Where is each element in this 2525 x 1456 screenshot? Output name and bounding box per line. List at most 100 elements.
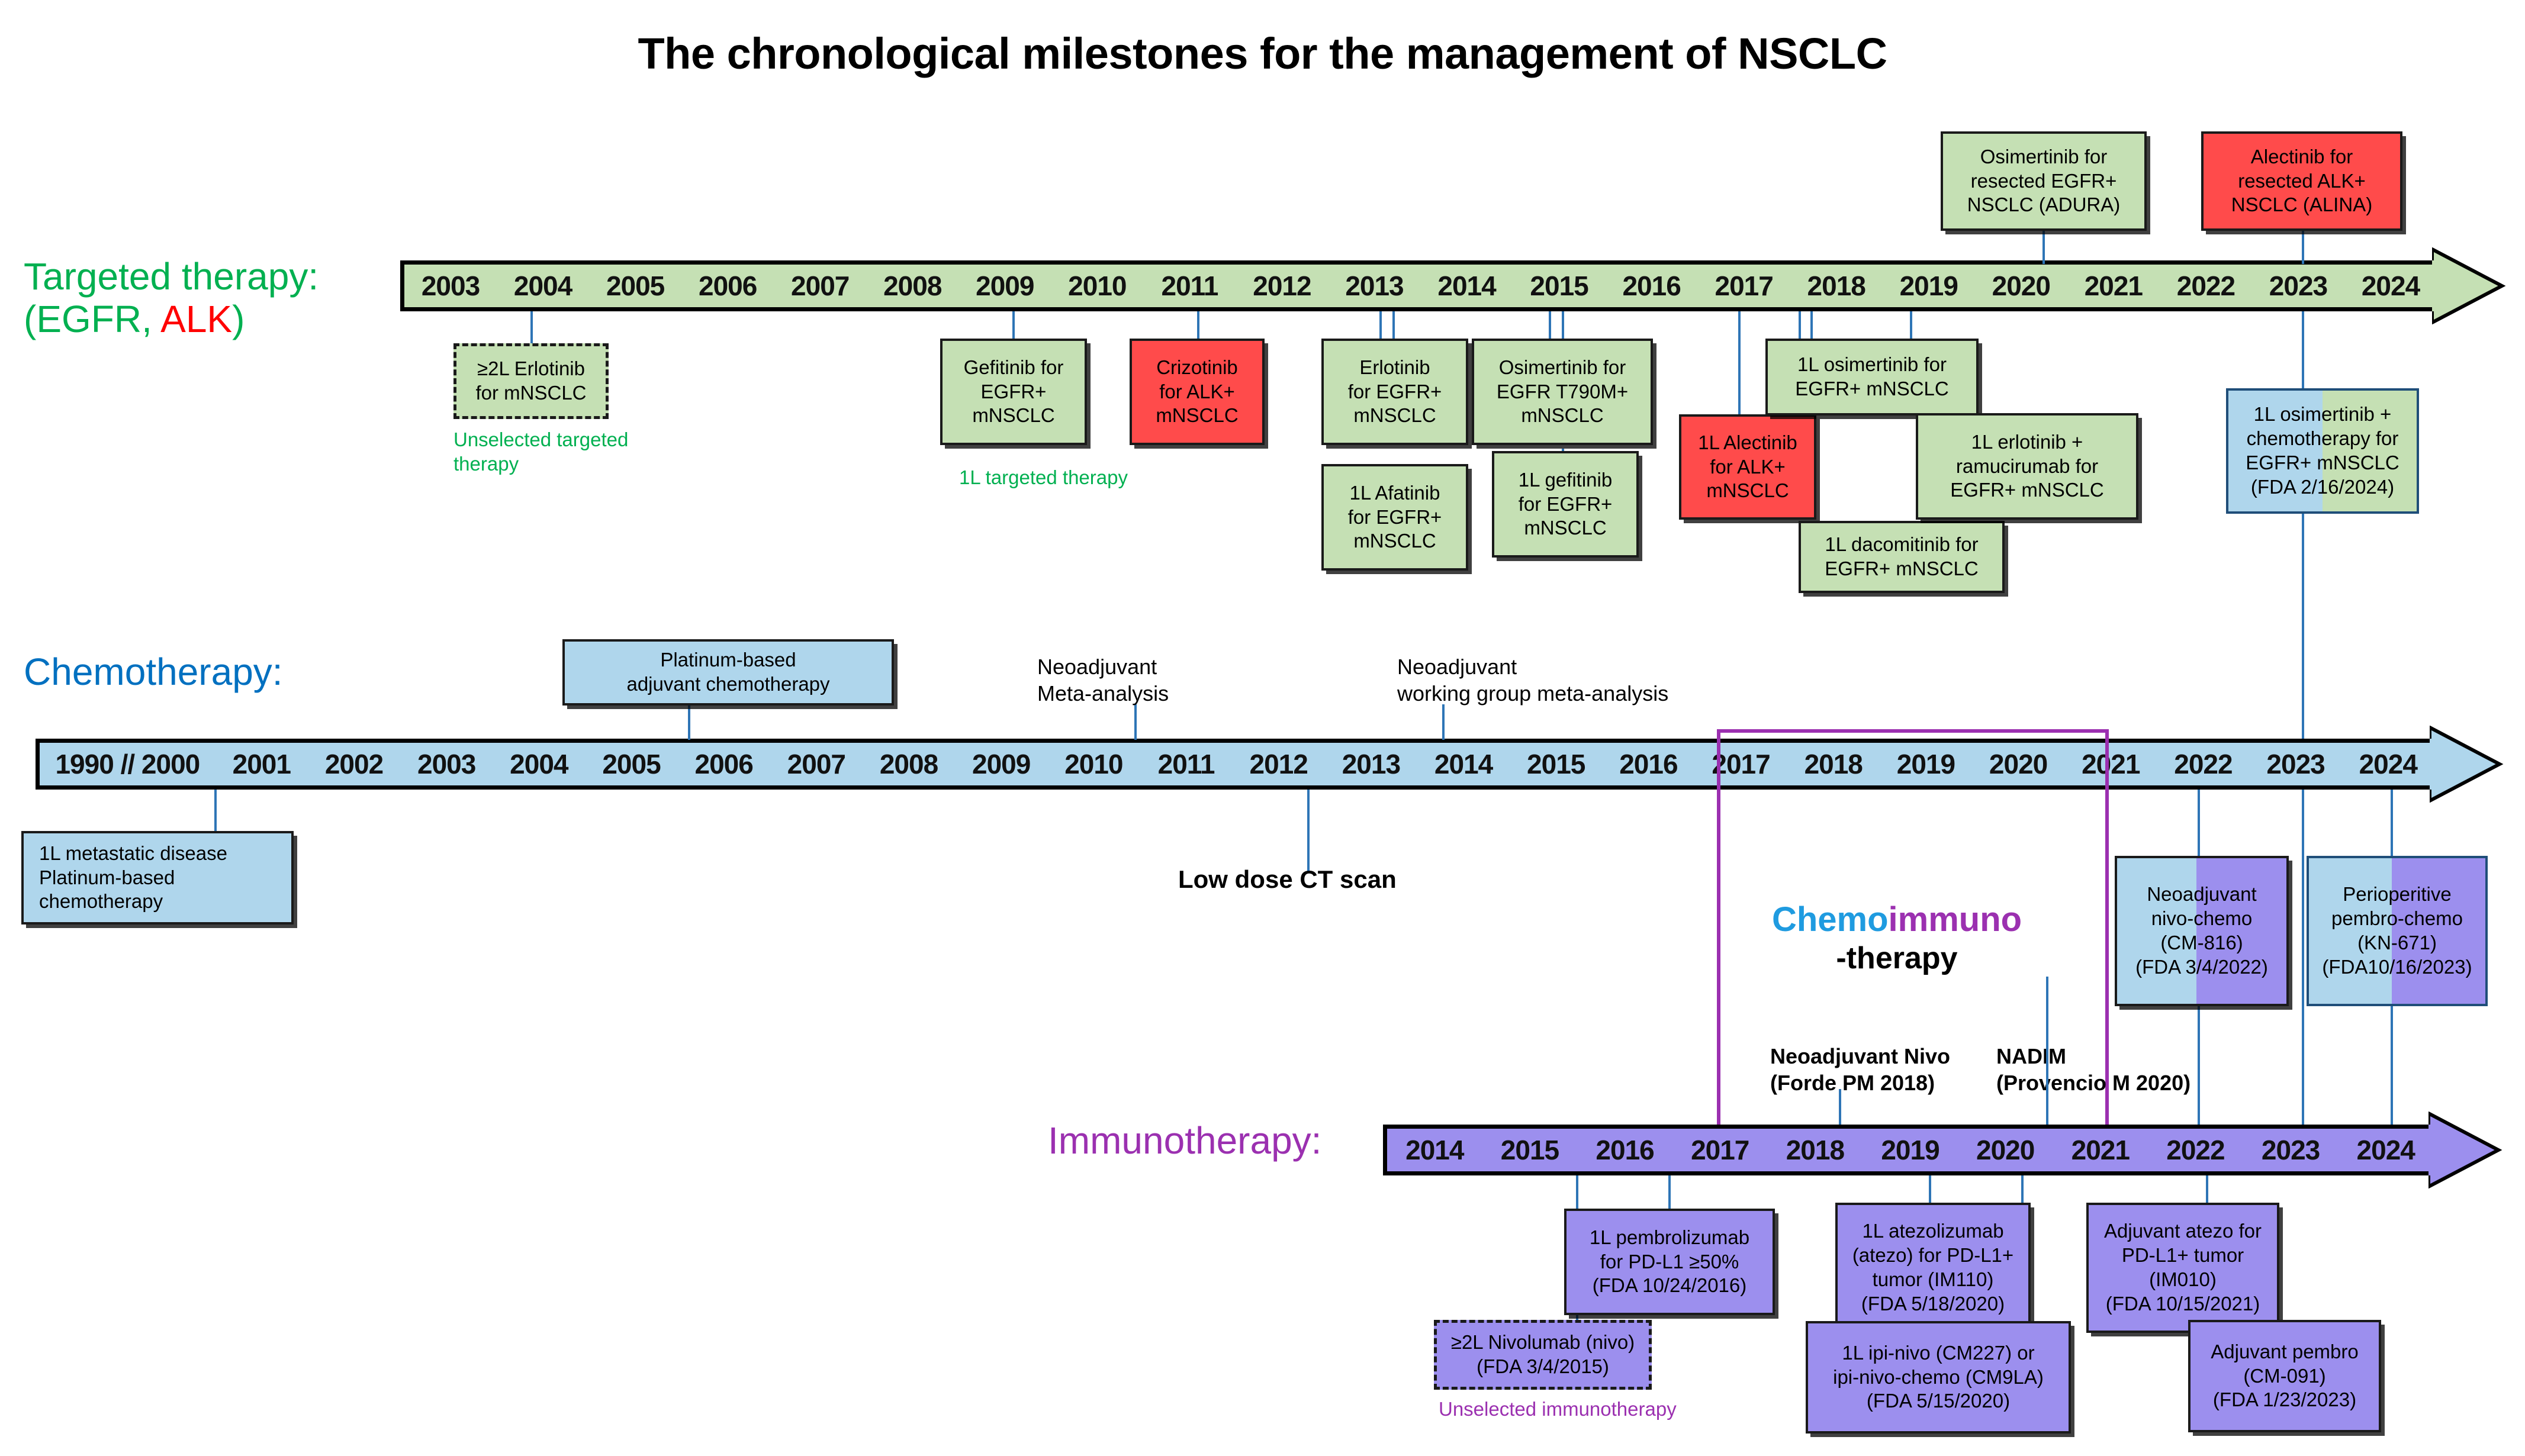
- targeted-year-2012: 2012: [1253, 270, 1311, 301]
- chemoimmuno-label: Chemoimmuno -therapy: [1743, 900, 2051, 976]
- immuno-year-2024: 2024: [2356, 1135, 2415, 1165]
- box-erlotinib-1l[interactable]: Erlotinib for EGFR+ mNSCLC: [1321, 339, 1468, 445]
- targeted-arrow-head: [2432, 247, 2506, 324]
- chemo-arrow-head: [2430, 726, 2504, 803]
- caption-unselected-immunotherapy: Unselected immunotherapy: [1439, 1398, 1677, 1420]
- connector-erlotinib-1l: [1379, 311, 1382, 339]
- box-afatinib-1l[interactable]: 1L Afatinib for EGFR+ mNSCLC: [1321, 464, 1468, 571]
- chemo-year-2015: 2015: [1527, 749, 1585, 779]
- targeted-year-2007: 2007: [791, 270, 850, 301]
- chemo-year-2017: 2017: [1712, 749, 1770, 779]
- box-text: Perioperitive pembro-chemo (KN-671) (FDA…: [2322, 883, 2472, 978]
- chemoimmuno-line1: Chemoimmuno: [1743, 900, 2051, 939]
- connector-pembro-chemo-down: [2391, 1006, 2393, 1136]
- box-alectinib-1l[interactable]: 1L Alectinib for ALK+ mNSCLC: [1679, 414, 1816, 520]
- box-text: 1L gefitinib for EGFR+ mNSCLC: [1518, 468, 1613, 539]
- bracket-top: [1717, 729, 2109, 733]
- box-osimertinib-t790m[interactable]: Osimertinib for EGFR T790M+ mNSCLC: [1472, 339, 1653, 445]
- box-adjuvant-atezo[interactable]: Adjuvant atezo for PD-L1+ tumor (IM010) …: [2086, 1203, 2279, 1333]
- box-text: Osimertinib for resected EGFR+ NSCLC (AD…: [1967, 145, 2121, 216]
- box-text: 1L metastatic disease Platinum-based che…: [39, 842, 227, 913]
- box-crizotinib[interactable]: Crizotinib for ALK+ mNSCLC: [1130, 339, 1265, 445]
- split-background: [2309, 858, 2485, 1004]
- box-text: Crizotinib for ALK+ mNSCLC: [1156, 356, 1239, 427]
- box-text: 1L erlotinib + ramucirumab for EGFR+ mNS…: [1950, 430, 2104, 501]
- chemoimmuno-chemo-part: Chemo: [1771, 900, 1889, 939]
- bracket-right: [2105, 729, 2109, 1149]
- chemo-year-2024: 2024: [2359, 749, 2418, 779]
- box-platinum-adjuvant[interactable]: Platinum-based adjuvant chemotherapy: [562, 639, 894, 706]
- box-text: 1L Afatinib for EGFR+ mNSCLC: [1347, 481, 1442, 552]
- targeted-year-2003: 2003: [421, 270, 480, 301]
- targeted-year-2019: 2019: [1899, 270, 1958, 301]
- connector-erlotinib-2l: [530, 311, 533, 344]
- connector-nivo-chemo-down: [2198, 1006, 2200, 1136]
- targeted-year-2021: 2021: [2084, 270, 2143, 301]
- chemo-year-2020: 2020: [1989, 749, 2048, 779]
- connector-pembro-1l: [1668, 1175, 1671, 1213]
- split-background: [2228, 391, 2417, 511]
- connector-osimertinib-adura: [2042, 231, 2045, 264]
- box-erlotinib-2l[interactable]: ≥2L Erlotinib for mNSCLC: [453, 343, 609, 419]
- connector-atezo-1l: [1929, 1175, 1931, 1213]
- box-text: 1L Alectinib for ALK+ mNSCLC: [1698, 431, 1797, 502]
- box-osimertinib-adura[interactable]: Osimertinib for resected EGFR+ NSCLC (AD…: [1941, 131, 2147, 231]
- connector-osimertinib-t790m: [1549, 311, 1551, 339]
- chemo-year-2008: 2008: [879, 749, 938, 779]
- connector-alectinib-1l: [1738, 311, 1741, 414]
- box-neoadjuvant-nivo-chemo[interactable]: Neoadjuvant nivo-chemo (CM-816) (FDA 3/4…: [2115, 856, 2289, 1006]
- chemo-year-2010: 2010: [1064, 749, 1123, 779]
- box-gefitinib-1l[interactable]: 1L gefitinib for EGFR+ mNSCLC: [1492, 451, 1639, 558]
- box-erlotinib-ramucirumab[interactable]: 1L erlotinib + ramucirumab for EGFR+ mNS…: [1916, 413, 2138, 520]
- targeted-year-2022: 2022: [2176, 270, 2235, 301]
- targeted-label-alk: ALK: [160, 297, 233, 340]
- connector-neoadj-wg-meta: [1442, 704, 1445, 740]
- box-adjuvant-pembro[interactable]: Adjuvant pembro (CM-091) (FDA 1/23/2023): [2188, 1320, 2381, 1432]
- immuno-year-2016: 2016: [1596, 1135, 1654, 1165]
- box-dacomitinib-1l[interactable]: 1L dacomitinib for EGFR+ mNSCLC: [1799, 521, 2005, 593]
- box-perioperative-pembro-chemo[interactable]: Perioperitive pembro-chemo (KN-671) (FDA…: [2307, 856, 2488, 1006]
- chemoimmuno-line2: -therapy: [1836, 941, 1958, 975]
- targeted-year-2005: 2005: [606, 270, 665, 301]
- targeted-year-2024: 2024: [2361, 270, 2420, 301]
- caption-neoadjuvant-meta: Neoadjuvant Meta-analysis: [1037, 655, 1169, 706]
- row-label-chemotherapy: Chemotherapy:: [24, 650, 283, 693]
- box-osimertinib-1l[interactable]: 1L osimertinib for EGFR+ mNSCLC: [1765, 339, 1979, 415]
- chemo-year-2014: 2014: [1434, 749, 1493, 779]
- box-pembrolizumab-1l[interactable]: 1L pembrolizumab for PD-L1 ≥50% (FDA 10/…: [1564, 1209, 1775, 1315]
- immuno-year-2017: 2017: [1691, 1135, 1749, 1165]
- immuno-year-2020: 2020: [1976, 1135, 2035, 1165]
- box-gefitinib[interactable]: Gefitinib for EGFR+ mNSCLC: [940, 339, 1087, 445]
- chemo-year-2023: 2023: [2266, 749, 2325, 779]
- connector-gefitinib-1l-top: [1562, 311, 1564, 339]
- caption-low-dose-ct: Low dose CT scan: [1178, 865, 1397, 893]
- box-text: ≥2L Nivolumab (nivo) (FDA 3/4/2015): [1450, 1331, 1635, 1377]
- immuno-year-2018: 2018: [1786, 1135, 1845, 1165]
- connector-forde-trial: [1839, 1089, 1841, 1148]
- targeted-year-2004: 2004: [513, 270, 572, 301]
- box-alectinib-alina[interactable]: Alectinib for resected ALK+ NSCLC (ALINA…: [2201, 131, 2402, 231]
- chemo-year-2006: 2006: [694, 749, 754, 779]
- targeted-year-2008: 2008: [883, 270, 942, 301]
- connector-platinum-adjuvant: [688, 703, 690, 740]
- connector-osi-chemo-top: [2302, 311, 2304, 388]
- chemo-year-2018: 2018: [1804, 749, 1863, 779]
- immuno-arrow-head: [2428, 1112, 2503, 1188]
- box-ipi-nivo[interactable]: 1L ipi-nivo (CM227) or ipi-nivo-chemo (C…: [1806, 1321, 2071, 1434]
- chemo-year-2022: 2022: [2174, 749, 2233, 779]
- targeted-label-line2: (EGFR, ALK): [24, 298, 319, 341]
- targeted-label-egfr: (EGFR,: [24, 297, 161, 340]
- box-1l-metastatic[interactable]: 1L metastatic disease Platinum-based che…: [21, 831, 294, 925]
- box-nivolumab-2l[interactable]: ≥2L Nivolumab (nivo) (FDA 3/4/2015): [1434, 1320, 1652, 1390]
- chemo-year-19902000: 1990 // 2000: [55, 749, 200, 779]
- box-osimertinib-chemo[interactable]: 1L osimertinib + chemotherapy for EGFR+ …: [2226, 388, 2419, 514]
- chemo-year-2021: 2021: [2082, 749, 2140, 779]
- targeted-year-2017: 2017: [1715, 270, 1774, 301]
- chemo-year-2004: 2004: [510, 749, 568, 779]
- box-text: Osimertinib for EGFR T790M+ mNSCLC: [1496, 356, 1629, 427]
- box-atezolizumab-1l[interactable]: 1L atezolizumab (atezo) for PD-L1+ tumor…: [1835, 1203, 2031, 1333]
- caption-nadim-trial: NADIM (Provencio M 2020): [1996, 1044, 2191, 1095]
- immuno-year-2022: 2022: [2166, 1135, 2225, 1165]
